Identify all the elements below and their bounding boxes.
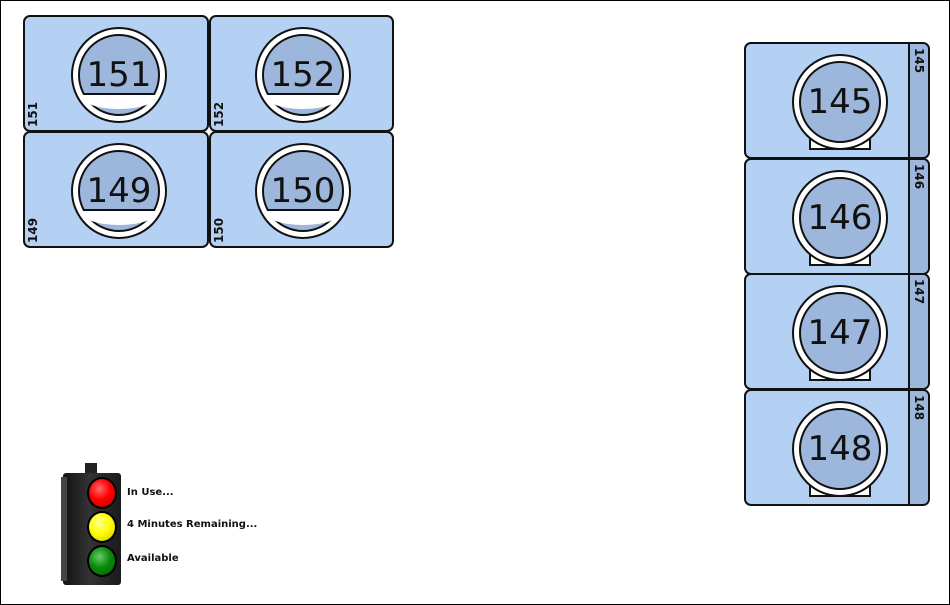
traffic-light-side bbox=[61, 477, 67, 581]
legend-in-use: In Use... bbox=[127, 487, 174, 498]
machine-number: 150 bbox=[270, 171, 336, 211]
machine-number: 149 bbox=[86, 171, 152, 211]
green-light-icon bbox=[87, 545, 117, 577]
yellow-light-icon bbox=[87, 511, 117, 543]
machine-number: 152 bbox=[270, 55, 336, 95]
machine-side-label: 149 bbox=[26, 217, 40, 243]
washer-151[interactable]: 151 151 bbox=[23, 15, 209, 132]
machine-number: 147 bbox=[807, 313, 873, 353]
machine-number: 148 bbox=[807, 429, 873, 469]
dryer-148[interactable]: 148 148 bbox=[744, 389, 930, 506]
washer-drum-icon: 150 bbox=[255, 143, 351, 239]
dryer-145[interactable]: 145 145 bbox=[744, 42, 930, 159]
washer-drum-icon: 149 bbox=[71, 143, 167, 239]
machine-side-strip bbox=[908, 44, 928, 157]
washer-150[interactable]: 150 150 bbox=[209, 131, 394, 248]
dryer-drum-icon: 148 bbox=[792, 401, 888, 497]
dryer-147[interactable]: 147 147 bbox=[744, 273, 930, 390]
washer-drum-icon: 151 bbox=[71, 27, 167, 123]
status-legend: In Use... 4 Minutes Remaining... Availab… bbox=[61, 463, 301, 589]
machine-side-strip bbox=[908, 160, 928, 273]
machine-side-strip bbox=[908, 275, 928, 388]
washer-152[interactable]: 152 152 bbox=[209, 15, 394, 132]
red-light-icon bbox=[87, 477, 117, 509]
traffic-light-pole bbox=[85, 463, 97, 475]
washer-drum-icon: 152 bbox=[255, 27, 351, 123]
machine-side-label: 150 bbox=[212, 217, 226, 243]
machine-number: 151 bbox=[86, 55, 152, 95]
legend-available: Available bbox=[127, 553, 179, 564]
machine-number: 146 bbox=[807, 198, 873, 238]
machine-side-label: 151 bbox=[26, 101, 40, 127]
dryer-drum-icon: 145 bbox=[792, 54, 888, 150]
machine-number: 145 bbox=[807, 82, 873, 122]
dryer-drum-icon: 146 bbox=[792, 170, 888, 266]
legend-minutes-remaining: 4 Minutes Remaining... bbox=[127, 519, 258, 530]
dryer-146[interactable]: 146 146 bbox=[744, 158, 930, 275]
machine-side-strip bbox=[908, 391, 928, 504]
dryer-drum-icon: 147 bbox=[792, 285, 888, 381]
washer-149[interactable]: 149 149 bbox=[23, 131, 209, 248]
machine-side-label: 152 bbox=[212, 101, 226, 127]
